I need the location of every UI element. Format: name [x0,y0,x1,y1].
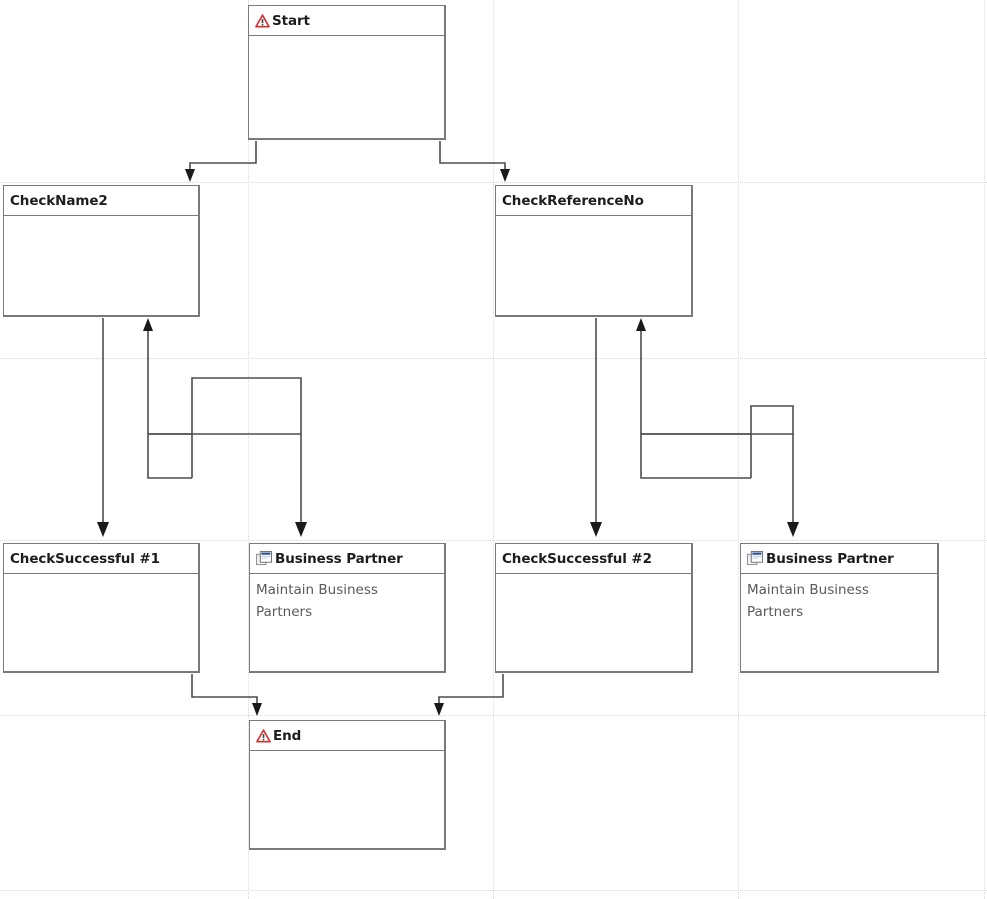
node-end-title-bar: End [250,721,444,751]
node-business-partner-1-body-text: Maintain Business Partners [256,582,378,620]
edge-loopback-to-checkreferenceno [636,318,752,479]
node-check-successful-1[interactable]: CheckSuccessful #1 [3,543,200,673]
edge-checkname2-to-businesspartner1 [148,377,307,537]
node-check-successful-1-label: CheckSuccessful #1 [10,550,160,567]
edge-checkreferenceno-to-businesspartner2 [641,405,799,537]
node-check-reference-no[interactable]: CheckReferenceNo [495,185,693,317]
node-check-successful-2[interactable]: CheckSuccessful #2 [495,543,693,673]
node-check-name-2-label: CheckName2 [10,192,108,209]
node-end-label: End [273,727,302,744]
warning-triangle-icon [255,13,270,28]
node-business-partner-2[interactable]: Business Partner Maintain Business Partn… [740,543,939,673]
edge-checksuccessful1-to-end [191,674,262,716]
form-window-icon [747,551,764,566]
grid-line-horizontal [0,890,987,892]
edge-loopback-to-checkname2 [143,318,193,479]
grid-line-vertical [493,0,495,899]
grid-line-vertical [738,0,740,899]
grid-line-horizontal [0,715,987,717]
node-end[interactable]: End [249,720,446,850]
node-start-label: Start [272,12,310,29]
node-end-body [250,751,444,848]
node-check-successful-2-label: CheckSuccessful #2 [502,550,652,567]
node-business-partner-1-body: Maintain Business Partners [250,574,444,671]
edge-checkreferenceno-to-checksuccessful2 [590,318,602,537]
grid-line-horizontal [0,358,987,360]
edge-start-to-checkname2 [185,141,257,182]
node-check-successful-1-body [4,574,198,671]
node-business-partner-2-label: Business Partner [766,550,894,567]
node-start-body [249,36,444,138]
grid-line-horizontal [0,540,987,542]
node-business-partner-2-body: Maintain Business Partners [741,574,937,671]
grid-line-vertical [984,0,986,899]
edge-start-to-checkreferenceno [439,141,510,182]
node-business-partner-2-body-text: Maintain Business Partners [747,582,869,620]
node-check-reference-no-title-bar: CheckReferenceNo [496,186,691,216]
node-check-successful-2-body [496,574,691,671]
node-check-reference-no-body [496,216,691,315]
node-business-partner-2-title-bar: Business Partner [741,544,937,574]
node-business-partner-1-label: Business Partner [275,550,403,567]
node-business-partner-1-title-bar: Business Partner [250,544,444,574]
node-start[interactable]: Start [248,5,446,140]
node-check-name-2[interactable]: CheckName2 [3,185,200,317]
node-check-successful-1-title-bar: CheckSuccessful #1 [4,544,198,574]
edge-checkname2-to-checksuccessful1 [97,318,109,537]
node-check-successful-2-title-bar: CheckSuccessful #2 [496,544,691,574]
node-business-partner-1[interactable]: Business Partner Maintain Business Partn… [249,543,446,673]
edge-checksuccessful2-to-end [434,674,504,716]
form-window-icon [256,551,273,566]
node-check-name-2-body [4,216,198,315]
node-check-reference-no-label: CheckReferenceNo [502,192,644,209]
warning-triangle-icon [256,728,271,743]
grid-line-horizontal [0,182,987,184]
node-check-name-2-title-bar: CheckName2 [4,186,198,216]
node-start-title-bar: Start [249,6,444,36]
